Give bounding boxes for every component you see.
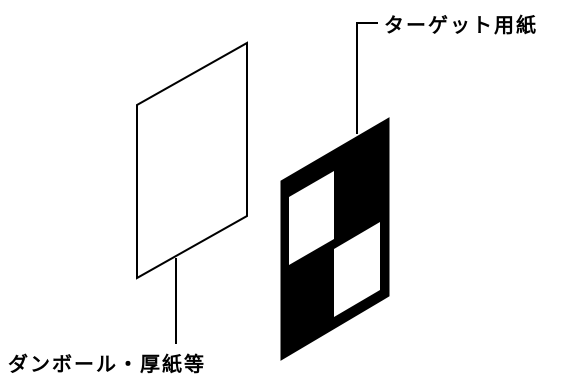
- target-paper-label: ターゲット用紙: [384, 13, 538, 37]
- cardboard-sheet: [136, 41, 248, 280]
- target-white-square-bottom-right: [334, 222, 380, 317]
- cardboard-label: ダンボール・厚紙等: [8, 352, 206, 376]
- target-label-leader-line: [356, 22, 378, 134]
- target-white-square-top-left: [289, 171, 334, 265]
